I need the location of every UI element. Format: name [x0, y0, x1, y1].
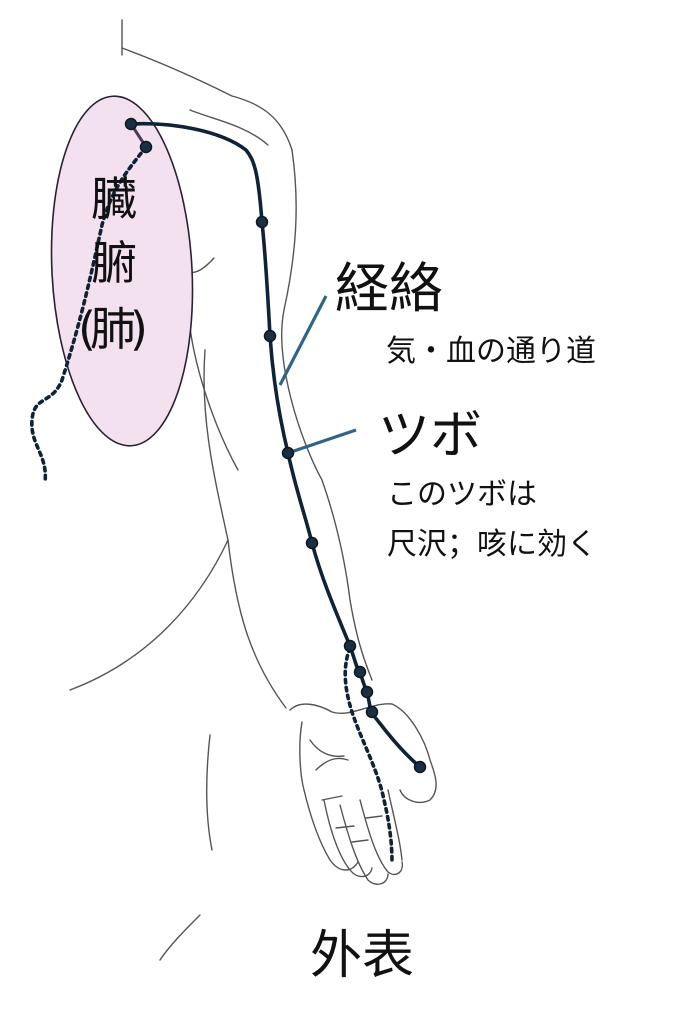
acupoint-dot: [305, 536, 319, 550]
internal-pathway: [30, 145, 148, 484]
acupoint-dot: [255, 215, 269, 229]
acupoints: [124, 117, 427, 774]
acupoint-dot: [413, 760, 427, 774]
acupoint-chakutaku-dot: [281, 446, 295, 460]
acupoint-dot: [263, 329, 277, 343]
acupoint-dot: [353, 665, 367, 679]
meridian-pointer-line: [278, 295, 328, 386]
acupoint-description-line1: このツボは: [387, 477, 537, 512]
acupoint-pointer-line: [287, 428, 357, 455]
exterior-label: 外表: [310, 926, 415, 986]
acupoint-dot: [139, 140, 153, 154]
meridian-description: 気・血の通り道: [386, 334, 596, 369]
organ-ellipse: [50, 95, 194, 447]
acupoint-description-line2: 尺沢；咳に効く: [387, 527, 597, 562]
organ-label-fu: 腑: [91, 236, 137, 290]
acupoint-dot: [343, 639, 357, 653]
acupoint-dot: [360, 685, 374, 699]
organ-label-lung: (肺): [78, 302, 148, 356]
acupoint-dot: [124, 117, 138, 131]
organ-label-zou: 臓: [91, 172, 137, 226]
hand-pathway: [343, 646, 394, 864]
acupoint-title: ツボ: [378, 406, 483, 466]
acupoint-dot: [365, 705, 379, 719]
meridian-title: 経絡: [335, 257, 443, 320]
